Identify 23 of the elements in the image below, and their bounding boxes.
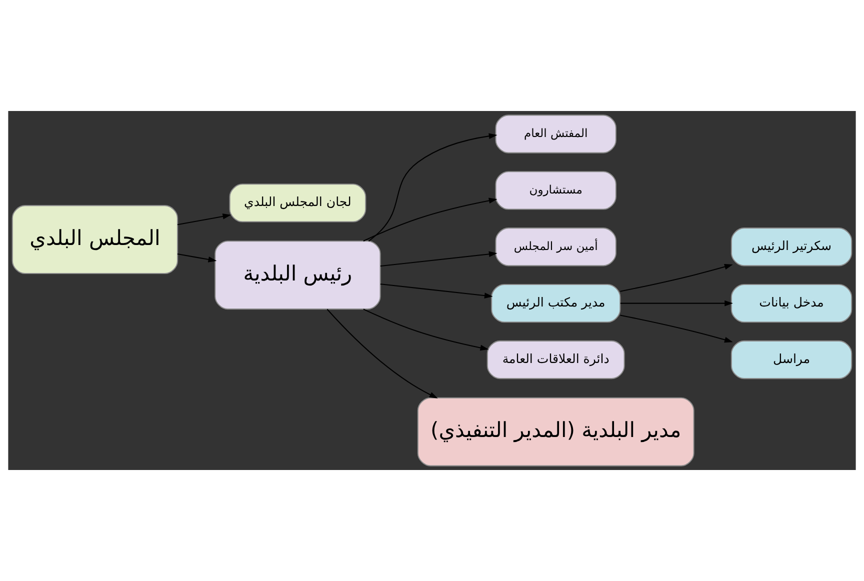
- arrow: [368, 133, 498, 242]
- arrow: [363, 308, 489, 351]
- node-box: مدير مكتب الرئيس: [491, 284, 621, 323]
- node-box: سكرتير الرئيس: [730, 228, 852, 266]
- node-box: مراسل: [730, 340, 852, 380]
- node-box: رئيس البلدية: [214, 240, 381, 310]
- node-box: مستشارون: [495, 171, 616, 210]
- node-box: لجان المجلس البلدي: [229, 184, 366, 222]
- node-box: مدير البلدية (المدير التنفيذي): [417, 397, 694, 466]
- arrow: [620, 314, 733, 343]
- arrow: [326, 308, 438, 398]
- arrow: [380, 284, 493, 298]
- arrow: [178, 214, 232, 226]
- arrow: [363, 198, 498, 242]
- node-box: دائرة العلاقات العامة: [486, 340, 625, 380]
- arrow: [620, 264, 733, 292]
- node-box: أمين سر المجلس: [495, 228, 616, 266]
- node-box: المفتش العام: [495, 114, 616, 154]
- node-box: مدخل بيانات: [730, 284, 852, 323]
- arrow: [620, 300, 733, 306]
- arrow: [380, 251, 498, 267]
- arrow: [178, 254, 217, 262]
- node-box: المجلس البلدي: [12, 205, 178, 274]
